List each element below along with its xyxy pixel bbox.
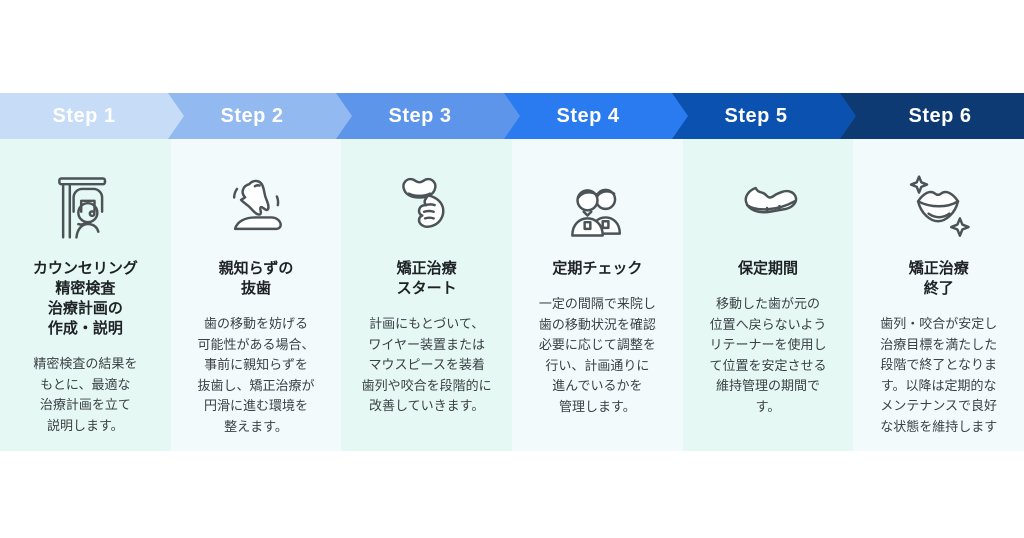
step-description-4: 一定の間隔で来院し 歯の移動状況を確認 必要に応じて調整を 行い、計画通りに 進… bbox=[538, 296, 656, 414]
step-description-5: 移動した歯が元の 位置へ戻らないよう リテーナーを使用し て位置を安定させる 維… bbox=[709, 296, 827, 414]
step-label-2: Step 2 bbox=[220, 104, 284, 127]
step-description-2: 歯の移動を妨げる 可能性がある場合、 事前に親知らずを 抜歯し、矯正治療が 円滑… bbox=[197, 316, 315, 434]
step-chevron-1: Step 1 bbox=[0, 93, 184, 139]
step-chevron-4: Step 4 bbox=[504, 93, 688, 139]
step-title-3: 矯正治療 スタート bbox=[396, 260, 457, 298]
step-label-3: Step 3 bbox=[388, 104, 452, 127]
step-title-4: 定期チェック bbox=[552, 260, 643, 277]
step-label-4: Step 4 bbox=[556, 104, 620, 127]
aligner-hand-icon bbox=[389, 167, 465, 247]
step-description-6: 歯列・咬合が安定し 治療目標を満たした 段階で終了となりま す。以降は定期的な … bbox=[880, 316, 998, 434]
step-label-6: Step 6 bbox=[908, 104, 972, 127]
smile-sparkle-icon bbox=[901, 167, 977, 247]
step-title-6: 矯正治療 終了 bbox=[908, 260, 969, 298]
step-chevron-3: Step 3 bbox=[336, 93, 520, 139]
flow-column-4: 定期チェック 一定の間隔で来院し 歯の移動状況を確認 必要に応じて調整を 行い、… bbox=[512, 139, 683, 451]
xray-scanner-icon bbox=[47, 167, 123, 247]
wisdom-tooth-icon bbox=[218, 167, 294, 247]
step-title-2: 親知らずの 抜歯 bbox=[218, 260, 294, 298]
step-chevron-2: Step 2 bbox=[168, 93, 352, 139]
flow-column-1: カウンセリング 精密検査 治療計画の 作成・説明 精密検査の結果を もとに、最適… bbox=[0, 139, 171, 451]
step-label-1: Step 1 bbox=[52, 104, 116, 127]
flow-column-3: 矯正治療 スタート 計画にもとづいて、 ワイヤー装置または マウスピースを装着 … bbox=[341, 139, 513, 451]
flow-diagram: Step 1 Step 2 Step 3 Step 4 Step 5 Step … bbox=[0, 93, 1024, 451]
retainer-icon bbox=[730, 167, 806, 247]
flow-column-5: 保定期間 移動した歯が元の 位置へ戻らないよう リテーナーを使用し て位置を安定… bbox=[682, 139, 854, 451]
step-title-5: 保定期間 bbox=[738, 260, 799, 277]
dentists-icon bbox=[559, 167, 635, 247]
step-chevron-6: Step 6 bbox=[840, 93, 1024, 139]
step-description-1: 精密検査の結果を もとに、最適な 治療計画を立て 説明します。 bbox=[33, 356, 138, 433]
flow-column-6: 矯正治療 終了 歯列・咬合が安定し 治療目標を満たした 段階で終了となりま す。… bbox=[853, 139, 1024, 451]
step-label-5: Step 5 bbox=[724, 104, 788, 127]
step-chevron-5: Step 5 bbox=[672, 93, 856, 139]
flow-column-2: 親知らずの 抜歯 歯の移動を妨げる 可能性がある場合、 事前に親知らずを 抜歯し… bbox=[170, 139, 342, 451]
step-banner: Step 1 Step 2 Step 3 Step 4 Step 5 Step … bbox=[0, 93, 1024, 139]
step-description-3: 計画にもとづいて、 ワイヤー装置または マウスピースを装着 歯列や咬合を段階的に… bbox=[361, 316, 492, 414]
step-columns: カウンセリング 精密検査 治療計画の 作成・説明 精密検査の結果を もとに、最適… bbox=[0, 139, 1024, 451]
step-title-1: カウンセリング 精密検査 治療計画の 作成・説明 bbox=[32, 260, 138, 338]
